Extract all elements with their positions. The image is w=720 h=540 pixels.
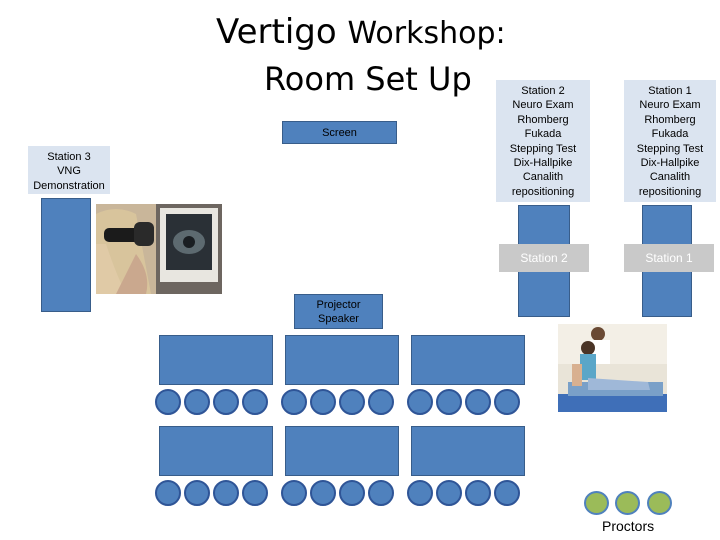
audience-table xyxy=(159,335,273,385)
station1-card-line: Rhomberg xyxy=(644,113,696,126)
audience-chair xyxy=(436,480,462,506)
vng-photo-illustration xyxy=(96,204,222,294)
station1-card-line: Fukada xyxy=(651,128,689,141)
station2-card: Station 2 Neuro Exam Rhomberg Fukada Ste… xyxy=(496,80,590,202)
vng-photo xyxy=(96,204,222,294)
audience-chair xyxy=(407,480,433,506)
audience-chair xyxy=(281,480,307,506)
station3-line: VNG xyxy=(57,165,81,178)
title-line-2: Room Set Up xyxy=(264,60,472,98)
audience-table xyxy=(411,335,525,385)
station1-card-line: Dix-Hallpike xyxy=(640,157,700,170)
exam-photo xyxy=(558,324,667,412)
audience-chair xyxy=(184,389,210,415)
audience-chair xyxy=(368,389,394,415)
title-line-1: Vertigo Workshop: xyxy=(216,12,506,52)
audience-table xyxy=(285,426,399,476)
audience-table xyxy=(159,426,273,476)
station2-card-line: Stepping Test xyxy=(509,142,577,155)
station2-card-line: Dix-Hallpike xyxy=(513,157,573,170)
title-workshop: Workshop: xyxy=(347,16,506,51)
station2-card-line: Canalith xyxy=(522,171,564,184)
audience-chair xyxy=(155,480,181,506)
station1-card-title: Station 1 xyxy=(648,85,692,97)
station2-card-title: Station 2 xyxy=(521,85,565,97)
audience-chair xyxy=(494,389,520,415)
station2-card-line: Rhomberg xyxy=(517,113,569,126)
audience-chair xyxy=(436,389,462,415)
audience-chair xyxy=(213,480,239,506)
station1-card-line: repositioning xyxy=(638,185,702,198)
station1-card: Station 1 Neuro Exam Rhomberg Fukada Ste… xyxy=(624,80,716,202)
audience-chair xyxy=(242,480,268,506)
audience-table xyxy=(411,426,525,476)
screen-label: Screen xyxy=(322,126,357,139)
audience-chair xyxy=(310,480,336,506)
audience-chair xyxy=(213,389,239,415)
audience-chair xyxy=(339,389,365,415)
audience-chair xyxy=(465,389,491,415)
station2-label-bar xyxy=(499,244,589,272)
audience-chair xyxy=(242,389,268,415)
proctor-seat xyxy=(647,491,672,515)
station2-card-line: Fukada xyxy=(524,128,562,141)
audience-chair xyxy=(339,480,365,506)
audience-chair xyxy=(184,480,210,506)
station2-table-label: Station 2 xyxy=(520,251,568,265)
projector-speaker-box: Projector Speaker xyxy=(294,294,383,329)
screen-box: Screen xyxy=(282,121,397,144)
audience-chair xyxy=(310,389,336,415)
station1-table-label: Station 1 xyxy=(645,251,693,265)
station3-table xyxy=(41,198,91,312)
station2-card-line: repositioning xyxy=(511,185,575,198)
audience-chair xyxy=(155,389,181,415)
speaker-label: Speaker xyxy=(318,312,359,325)
station1-card-line: Neuro Exam xyxy=(639,99,701,112)
title-vertigo: Vertigo xyxy=(216,12,348,52)
station1-label-bar xyxy=(624,244,714,272)
projector-label: Projector xyxy=(316,298,361,311)
station3-line: Demonstration xyxy=(33,179,105,192)
audience-chair xyxy=(281,389,307,415)
station1-card-line: Canalith xyxy=(649,171,691,184)
proctors-label: Proctors xyxy=(602,518,655,534)
audience-chair xyxy=(407,389,433,415)
audience-chair xyxy=(368,480,394,506)
audience-chair xyxy=(465,480,491,506)
station3-card: Station 3 VNG Demonstration xyxy=(28,146,110,194)
proctor-seat xyxy=(615,491,640,515)
audience-table xyxy=(285,335,399,385)
exam-photo-illustration xyxy=(558,324,667,412)
station2-card-line: Neuro Exam xyxy=(512,99,574,112)
proctor-seat xyxy=(584,491,609,515)
station3-title: Station 3 xyxy=(47,151,91,163)
station1-card-line: Stepping Test xyxy=(636,142,704,155)
audience-chair xyxy=(494,480,520,506)
